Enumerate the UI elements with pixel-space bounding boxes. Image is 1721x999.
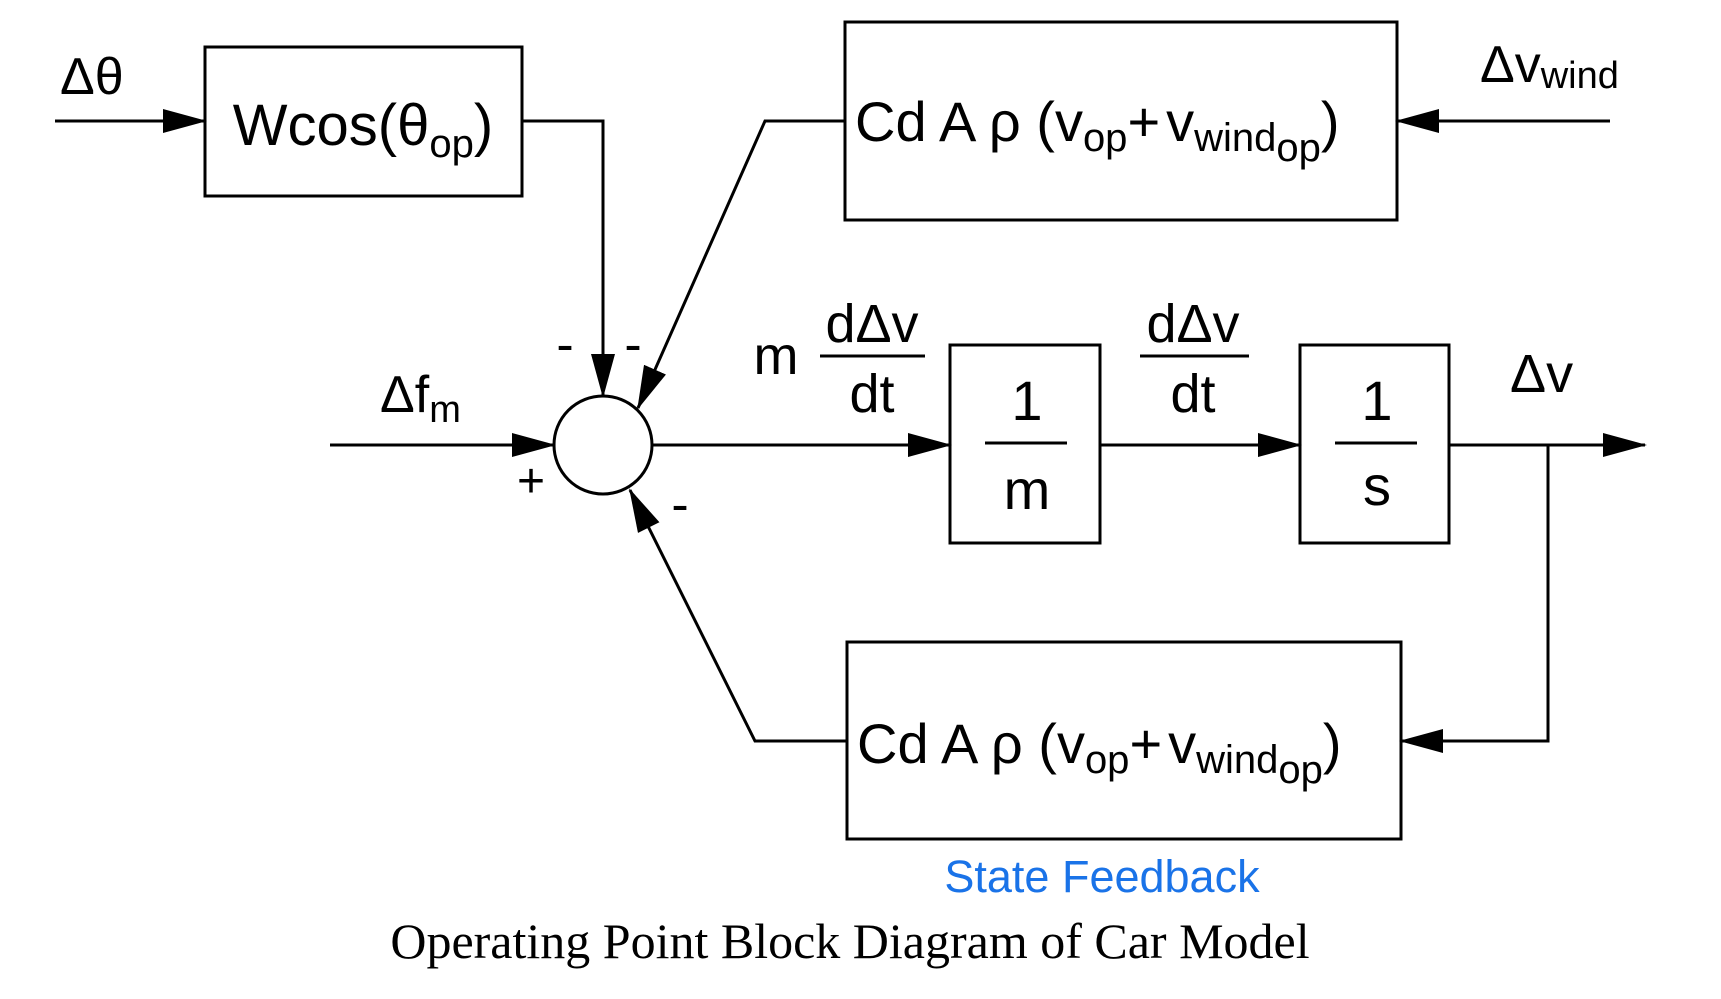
wire-feedback-tap (1399, 445, 1550, 753)
inverse-mass-numerator: 1 (1011, 369, 1042, 432)
sign-feedback: - (671, 476, 688, 534)
drag-feedback-text: Cd A ρ (vop+vwindop) (857, 712, 1342, 792)
force-coefficient: m (754, 326, 799, 386)
force-numerator: dΔv (825, 294, 918, 354)
gravity-gain-block (203, 45, 524, 198)
wire-drag-top-to-sum (636, 119, 845, 410)
wire-gravity-to-sum (522, 119, 615, 398)
delta-theta-label: Δθ (60, 48, 124, 106)
drag-feedback-block (845, 640, 1403, 841)
integrator-denominator: s (1363, 454, 1391, 517)
summing-junction (552, 394, 654, 496)
diagram-caption: Operating Point Block Diagram of Car Mod… (390, 913, 1309, 969)
drag-top-text: Cd A ρ (vop+vwindop) (855, 90, 1340, 170)
gravity-gain-text: Wcos(θop) (233, 93, 493, 166)
wire-feedback-to-sum (628, 488, 847, 743)
drag-top-block (843, 20, 1399, 222)
integrator-numerator: 1 (1361, 369, 1392, 432)
force-denominator: dt (849, 364, 894, 424)
accel-numerator: dΔv (1146, 294, 1239, 354)
delta-fm-label: Δfm (380, 366, 461, 431)
sign-drag-top: - (624, 316, 641, 374)
sign-gravity: - (556, 316, 573, 374)
sign-input: + (517, 455, 545, 508)
inverse-mass-denominator: m (1004, 458, 1051, 521)
accel-denominator: dt (1170, 364, 1215, 424)
delta-v-wind-label: Δvwind (1480, 36, 1619, 97)
state-feedback-label: State Feedback (944, 851, 1260, 902)
output-label: Δv (1510, 344, 1573, 404)
